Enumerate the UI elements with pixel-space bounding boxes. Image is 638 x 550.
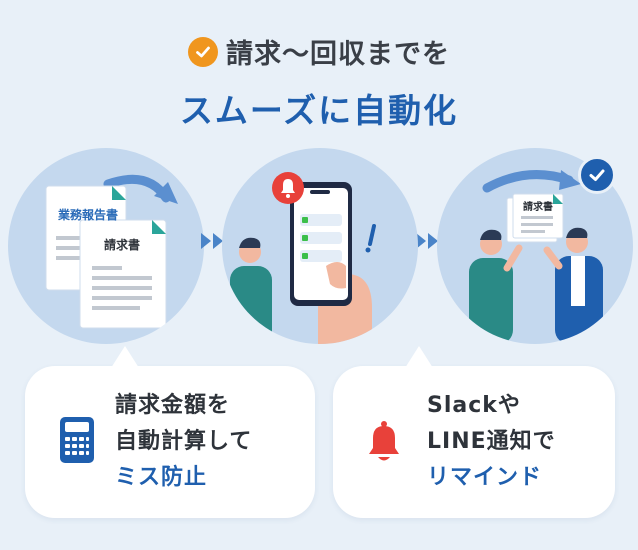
feature-card-auto-calc: 請求金額を 自動計算して ミス防止 — [25, 346, 315, 518]
invoice-doc-title: 請求書 — [104, 238, 141, 252]
card-line-highlight: ミス防止 — [115, 465, 208, 490]
complete-check-icon — [578, 156, 616, 194]
card-line: 自動計算して — [115, 429, 253, 454]
scene-phone-notification — [222, 148, 418, 344]
card-text: 請求金額を 自動計算して ミス防止 — [115, 388, 252, 496]
heading-title: 請求〜回収までを — [226, 39, 450, 70]
heading-line1: 請求〜回収までを — [0, 32, 638, 71]
report-doc-title: 業務報告書 — [58, 208, 119, 222]
person-figure — [230, 237, 272, 344]
flow-arrow-icon — [416, 232, 440, 250]
person-right-figure — [543, 227, 603, 344]
invoice-document — [506, 193, 564, 243]
exclamation-icon — [365, 224, 376, 253]
card-pointer — [405, 346, 433, 368]
invoice-doc-title: 請求書 — [523, 202, 553, 213]
calculator-icon — [59, 416, 95, 468]
heading-subtitle: スムーズに自動化 — [179, 91, 459, 130]
card-pointer — [111, 346, 139, 368]
invoice-document — [79, 219, 167, 329]
bell-icon — [363, 420, 405, 468]
person-left-figure — [469, 229, 523, 344]
card-line: 請求金額を — [115, 393, 231, 418]
card-text: Slackや LINE通知で リマインド — [427, 388, 556, 496]
check-icon — [188, 36, 218, 67]
scene-documents: 業務報告書 請求書 — [8, 148, 204, 344]
feature-card-reminder: Slackや LINE通知で リマインド — [333, 346, 615, 518]
notification-list — [300, 214, 342, 262]
flow-arrow-icon — [201, 232, 225, 250]
card-line: Slackや — [427, 393, 521, 418]
card-line: LINE通知で — [427, 429, 556, 454]
card-line-highlight: リマインド — [427, 465, 543, 490]
alert-bell-icon — [272, 172, 304, 204]
